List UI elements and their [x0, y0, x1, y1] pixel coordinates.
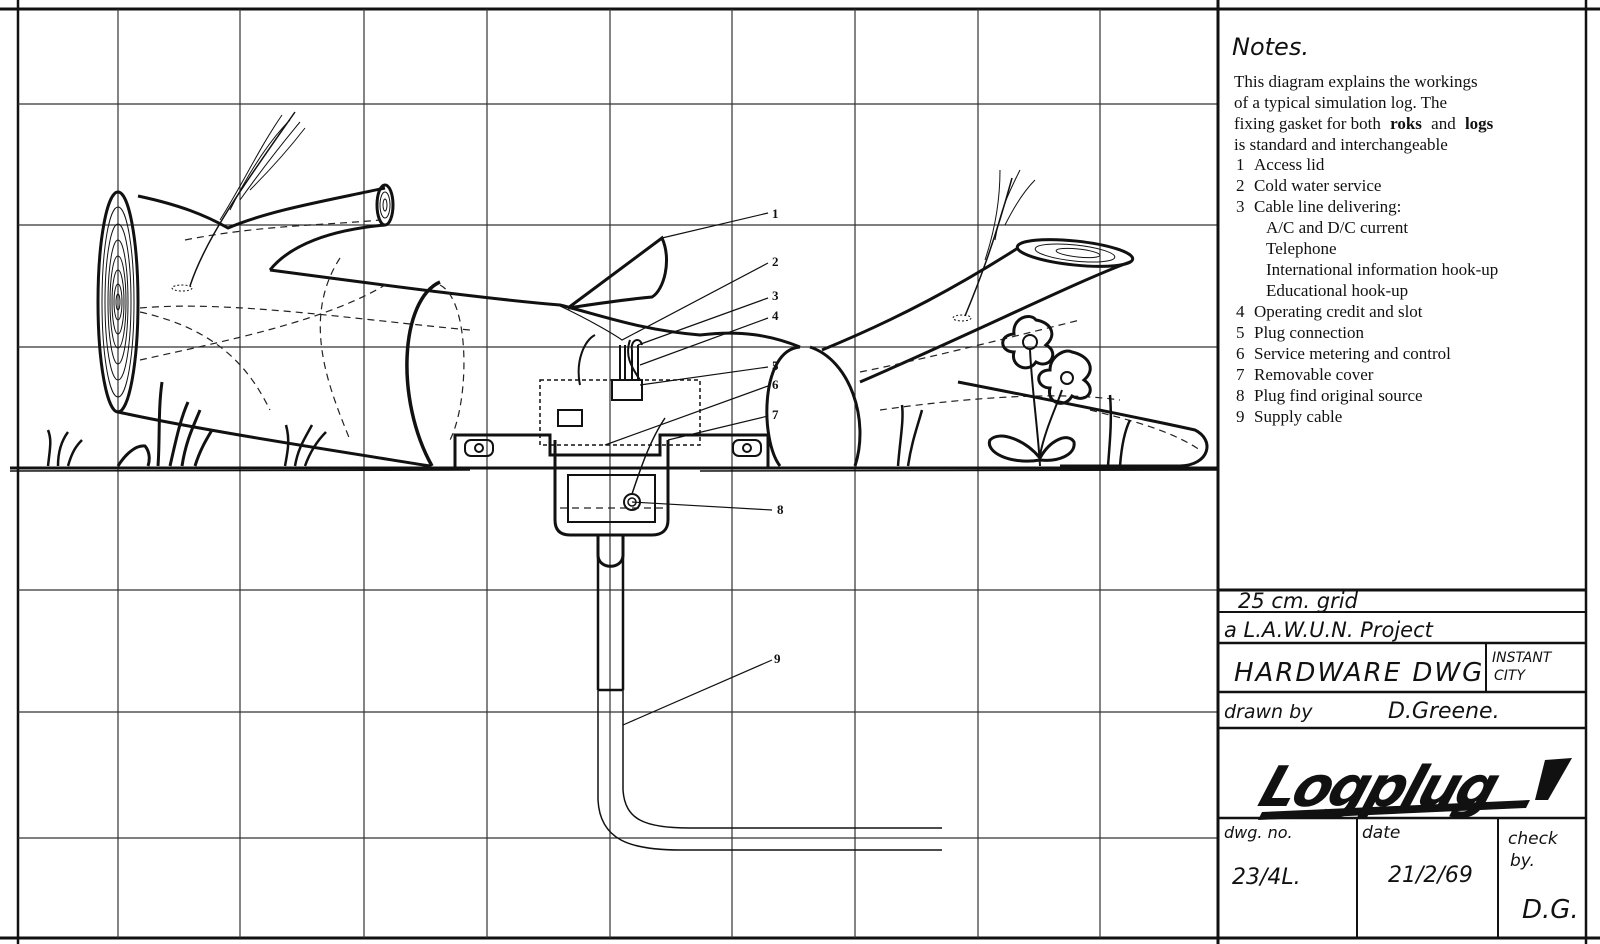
drawn-by-name: D.Greene. [1388, 699, 1500, 724]
note-number: 6 [1236, 344, 1245, 363]
callout-3: 3 [772, 288, 779, 303]
note-number: 5 [1236, 323, 1245, 342]
note-item: Operating credit and slot [1254, 302, 1423, 321]
note-number: 1 [1236, 155, 1245, 174]
callout-9: 9 [774, 651, 781, 666]
grass-tufts [46, 381, 1132, 467]
log-end-rings [101, 206, 135, 398]
note-item: Service metering and control [1254, 344, 1451, 363]
date-label: date [1362, 823, 1400, 843]
notes-intro-line-1: This diagram explains the workings [1234, 72, 1478, 91]
notes-intro-line-2: of a typical simulation log. The [1234, 93, 1447, 112]
callout-2: 2 [772, 254, 779, 269]
drawn-by-label: drawn by [1224, 701, 1313, 723]
grid-scale-label: 25 cm. grid [1238, 589, 1359, 613]
notes-panel: Notes. This diagram explains the working… [1232, 33, 1498, 426]
logplug-logo: Logplug [1252, 754, 1572, 820]
note-item: Cable line delivering: [1254, 197, 1401, 216]
supply-cable [596, 535, 942, 851]
notes-intro-roks: roks [1390, 114, 1422, 133]
right-log [765, 169, 1135, 467]
note-item: Removable cover [1254, 365, 1374, 384]
leader-lines [559, 212, 773, 726]
callout-7: 7 [772, 407, 779, 422]
note-number: 7 [1236, 365, 1245, 384]
plug-assembly [453, 334, 770, 537]
note-item: Cold water service [1254, 176, 1381, 195]
series-line-1: INSTANT [1492, 650, 1553, 666]
note-item: Supply cable [1254, 407, 1342, 426]
note-subitem: Telephone [1266, 239, 1337, 258]
check-value: D.G. [1522, 895, 1579, 925]
callout-4: 4 [772, 308, 779, 323]
notes-heading: Notes. [1232, 33, 1309, 61]
access-lid [567, 235, 669, 310]
note-item: Access lid [1254, 155, 1325, 174]
drawing-title: HARDWARE DWG [1234, 658, 1484, 688]
note-number: 9 [1236, 407, 1245, 426]
left-log [96, 111, 801, 468]
title-block: 25 cm. grid a L.A.W.U.N. Project HARDWAR… [1218, 588, 1586, 938]
small-rok [957, 380, 1209, 468]
dwg-no-label: dwg. no. [1224, 823, 1293, 842]
logo-flourish [1535, 758, 1572, 800]
note-subitem: International information hook-up [1266, 260, 1498, 279]
notes-list: 1 Access lid 2 Cold water service 3 Cabl… [1236, 155, 1498, 426]
series-line-2: CITY [1494, 668, 1526, 684]
dwg-no-value: 23/4L. [1232, 865, 1301, 890]
note-subitem: A/C and D/C current [1266, 218, 1408, 237]
notes-intro-line-3: fixing gasket for both roks and logs [1234, 114, 1494, 133]
callout-1: 1 [772, 206, 779, 221]
date-value: 21/2/69 [1388, 863, 1473, 888]
notes-intro-line-4: is standard and interchangeable [1234, 135, 1448, 154]
notes-intro-text: fixing gasket for both [1234, 114, 1381, 133]
note-number: 4 [1236, 302, 1245, 321]
callout-6: 6 [772, 377, 779, 392]
note-number: 8 [1236, 386, 1245, 405]
note-number: 2 [1236, 176, 1245, 195]
check-label-2: by. [1510, 851, 1535, 871]
note-subitem: Educational hook-up [1266, 281, 1408, 300]
project-label: a L.A.W.U.N. Project [1224, 618, 1434, 642]
notes-intro-logs: logs [1465, 114, 1494, 133]
flowers [987, 315, 1092, 467]
logo-underline [1258, 800, 1530, 820]
drawing-grid [18, 9, 1218, 938]
notes-intro-and: and [1431, 114, 1456, 133]
callout-5: 5 [772, 358, 779, 373]
note-item: Plug connection [1254, 323, 1365, 342]
check-label-1: check [1508, 829, 1559, 849]
note-item: Plug find original source [1254, 386, 1423, 405]
callout-8: 8 [777, 502, 784, 517]
note-number: 3 [1236, 197, 1245, 216]
callout-numbers: 1 2 3 4 5 6 7 8 9 [772, 206, 784, 666]
